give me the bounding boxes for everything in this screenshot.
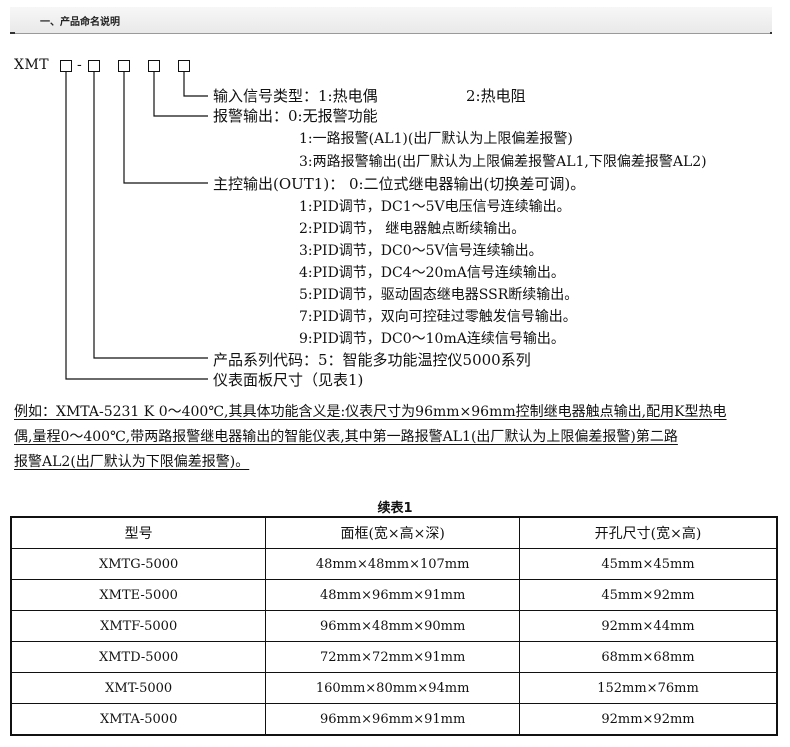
panel-size-label: 仪表面板尺寸（见表1) [213,371,364,389]
table-header-row: 型号 面框(宽×高×深) 开孔尺寸(宽×高) [10,516,778,549]
alarm-label: 报警输出：0:无报警功能 [213,107,378,125]
frame-size-cell: 96mm×48mm×90mm [265,610,520,642]
line-panel-size [65,72,208,380]
table-row: XMTF-5000 96mm×48mm×90mm 92mm×44mm [10,610,778,642]
input-signal-label: 输入信号类型：1:热电偶 [213,87,378,105]
main-output-option: 5:PID调节，驱动固态继电器SSR断续输出。 [299,287,579,303]
code-box-5 [178,60,190,72]
header-right-tick [770,32,772,34]
model-cell: XMTG-5000 [10,548,267,580]
model-cell: XMTA-5000 [10,703,267,736]
model-cell: XMTD-5000 [10,641,267,673]
main-output-option: 4:PID调节，DC4～20mA信号连续输出。 [299,265,565,281]
section-title: 一、产品命名说明 [40,17,120,28]
table-caption: 续表1 [377,501,413,516]
example-line: 例如：XMTA-5231 K 0～400℃,其具体功能含义是:仪表尺寸为96mm… [14,404,727,420]
cutout-size-cell: 92mm×44mm [519,610,778,642]
main-output-option: 1:PID调节，DC1～5V电压信号连续输出。 [299,199,571,215]
model-cell: XMT-5000 [10,672,267,704]
alarm-option: 3:两路报警输出(出厂默认为上限偏差报警AL1,下限偏差报警AL2) [299,154,707,170]
frame-size-cell: 96mm×96mm×91mm [265,703,520,736]
cutout-size-cell: 92mm×92mm [519,703,778,736]
table-row: XMTE-5000 48mm×96mm×91mm 45mm×92mm [10,579,778,611]
table-row: XMTG-5000 48mm×48mm×107mm 45mm×45mm [10,548,778,580]
table-row: XMT-5000 160mm×80mm×94mm 152mm×76mm [10,672,778,704]
frame-size-cell: 72mm×72mm×91mm [265,641,520,673]
line-main-output [123,72,208,184]
main-output-option: 2:PID调节， 继电器触点断续输出。 [299,221,526,237]
cutout-size-cell: 45mm×45mm [519,548,778,580]
header-left-tick [10,32,15,34]
code-box-4 [148,60,160,72]
example-line: 偶,量程0～400℃,带两路报警继电器输出的智能仪表,其中第一路报警AL1(出厂… [14,429,678,445]
spec-table: 型号 面框(宽×高×深) 开孔尺寸(宽×高) XMTG-5000 48mm×48… [10,516,778,736]
main-output-label: 主控输出(OUT1)： 0:二位式继电器输出(切换差可调)。 [213,175,586,193]
code-box-1 [60,60,72,72]
code-box-3 [118,60,130,72]
line-alarm [153,72,208,117]
input-signal-option2: 2:热电阻 [466,87,526,105]
frame-size-cell: 160mm×80mm×94mm [265,672,520,704]
table-row: XMTA-5000 96mm×96mm×91mm 92mm×92mm [10,703,778,736]
main-output-option: 9:PID调节，DC0～10mA连续信号输出。 [299,331,565,347]
line-series [93,72,208,359]
main-output-option: 7:PID调节，双向可控硅过零触发信号输出。 [299,309,577,325]
code-box-2 [88,60,100,72]
column-header: 开孔尺寸(宽×高) [519,516,778,549]
code-separator: - [77,57,82,73]
example-line: 报警AL2(出厂默认为下限偏差报警)。 [14,454,250,470]
frame-size-cell: 48mm×48mm×107mm [265,548,520,580]
cutout-size-cell: 45mm×92mm [519,579,778,611]
table-row: XMTD-5000 72mm×72mm×91mm 68mm×68mm [10,641,778,673]
column-header: 面框(宽×高×深) [265,516,520,549]
frame-size-cell: 48mm×96mm×91mm [265,579,520,611]
column-header: 型号 [10,516,267,549]
model-cell: XMTE-5000 [10,579,267,611]
cutout-size-cell: 152mm×76mm [519,672,778,704]
line-input-signal [183,72,208,97]
model-cell: XMTF-5000 [10,610,267,642]
bracket-lines [65,72,208,380]
main-output-option: 3:PID调节，DC0～5V信号连续输出。 [299,243,543,259]
example-paragraph: 例如：XMTA-5231 K 0～400℃,其具体功能含义是:仪表尺寸为96mm… [14,400,784,475]
section-header-bar [10,7,772,34]
cutout-size-cell: 68mm×68mm [519,641,778,673]
model-prefix: XMT [14,57,50,73]
alarm-option: 1:一路报警(AL1)(出厂默认为上限偏差报警) [299,131,573,147]
series-label: 产品系列代码：5：智能多功能温控仪5000系列 [213,351,531,369]
